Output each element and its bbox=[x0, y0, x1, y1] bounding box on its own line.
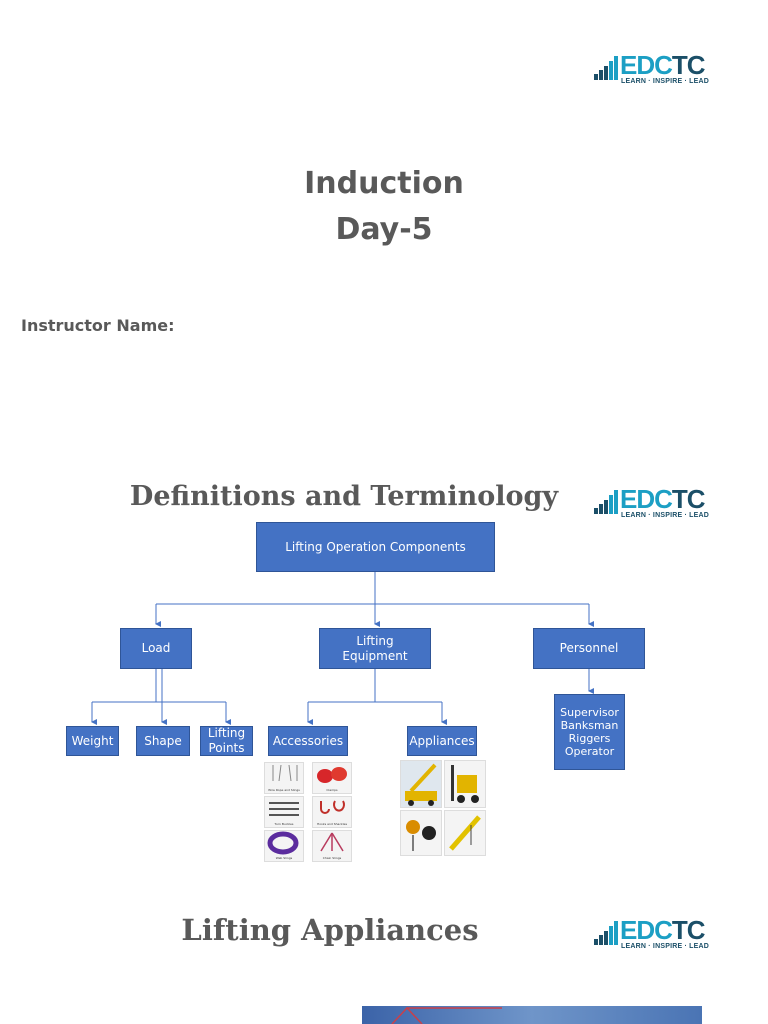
role-riggers: Riggers bbox=[568, 732, 611, 745]
hooks-shackles-image: Hooks and Shackles bbox=[312, 796, 352, 828]
chain-hoist-icon bbox=[406, 820, 436, 851]
turnbuckle-icon bbox=[269, 802, 299, 816]
edctc-logo: EDCTC LEARN · INSPIRE · LEAD bbox=[594, 915, 714, 955]
logo-wordmark: EDCTC bbox=[620, 484, 706, 514]
equipment-line-2: Equipment bbox=[342, 648, 408, 663]
forklift-image bbox=[444, 760, 486, 808]
turn-buckles-image: Turn Buckles bbox=[264, 796, 304, 828]
personnel-box: Personnel bbox=[533, 628, 645, 669]
caption-hooks: Hooks and Shackles bbox=[316, 822, 348, 826]
crane-photo bbox=[362, 1006, 702, 1024]
logo-wordmark: EDCTC bbox=[620, 50, 706, 80]
hook-icon bbox=[320, 800, 345, 814]
jib-crane-image bbox=[444, 810, 486, 856]
load-box: Load bbox=[120, 628, 192, 669]
role-operator: Operator bbox=[564, 745, 615, 758]
wire-rope-icon bbox=[272, 764, 298, 782]
induction-title: Induction Day-5 bbox=[234, 161, 534, 253]
appliances-box: Appliances bbox=[407, 726, 477, 756]
caption-web-slings: Web Slings bbox=[275, 856, 293, 860]
edctc-logo: EDCTC LEARN · INSPIRE · LEAD bbox=[594, 484, 714, 524]
lifting-points-box: Lifting Points bbox=[200, 726, 253, 756]
weight-box: Weight bbox=[66, 726, 119, 756]
accessories-image-grid: Wire Rope and Slings Clamps Turn Buckles… bbox=[262, 760, 354, 864]
shape-box: Shape bbox=[136, 726, 190, 756]
equipment-line-1: Lifting bbox=[356, 633, 394, 648]
crane-structure-icon bbox=[391, 1006, 502, 1024]
lifting-appliances-title: Lifting Appliances bbox=[181, 913, 479, 947]
caption-chain-slings: Chain Slings bbox=[322, 856, 342, 860]
chain-hoist-image bbox=[400, 810, 442, 856]
logo-bars-icon bbox=[594, 490, 618, 514]
mobile-crane-icon bbox=[405, 763, 437, 806]
points-line-2: Points bbox=[208, 741, 245, 755]
chain-sling-icon bbox=[320, 832, 344, 852]
logo-tagline: LEARN · INSPIRE · LEAD bbox=[621, 943, 710, 950]
points-line-1: Lifting bbox=[207, 726, 246, 740]
title-line-1: Induction bbox=[304, 166, 464, 201]
definitions-title: Definitions and Terminology bbox=[129, 481, 559, 512]
wire-rope-image: Wire Rope and Slings bbox=[264, 762, 304, 794]
crane-image bbox=[400, 760, 442, 808]
logo-tagline: LEARN · INSPIRE · LEAD bbox=[621, 512, 710, 519]
role-banksman: Banksman bbox=[560, 719, 619, 732]
accessories-box: Accessories bbox=[268, 726, 348, 756]
logo-bars-icon bbox=[594, 921, 618, 945]
web-slings-image: Web Slings bbox=[264, 830, 304, 862]
lifting-equipment-box: Lifting Equipment bbox=[319, 628, 431, 669]
personnel-roles-box: Supervisor Banksman Riggers Operator bbox=[554, 694, 625, 770]
caption-turn-buckles: Turn Buckles bbox=[274, 822, 294, 826]
chain-slings-image: Chain Slings bbox=[312, 830, 352, 862]
role-supervisor: Supervisor bbox=[560, 706, 619, 719]
title-line-2: Day-5 bbox=[335, 212, 433, 247]
instructor-name-label: Instructor Name: bbox=[21, 316, 175, 335]
caption-clamps: Clamps bbox=[326, 788, 338, 792]
caption-wire-rope: Wire Rope and Slings bbox=[268, 788, 300, 792]
jib-crane-icon bbox=[449, 815, 481, 851]
forklift-icon bbox=[451, 765, 479, 803]
logo-tagline: LEARN · INSPIRE · LEAD bbox=[621, 78, 710, 85]
clamp-icon bbox=[317, 767, 347, 783]
root-box: Lifting Operation Components bbox=[256, 522, 495, 572]
web-sling-icon bbox=[267, 831, 299, 855]
logo-bars-icon bbox=[594, 56, 618, 80]
appliances-image-grid bbox=[398, 758, 490, 858]
clamps-image: Clamps bbox=[312, 762, 352, 794]
logo-wordmark: EDCTC bbox=[620, 915, 706, 945]
edctc-logo: EDCTC LEARN · INSPIRE · LEAD bbox=[594, 50, 714, 90]
